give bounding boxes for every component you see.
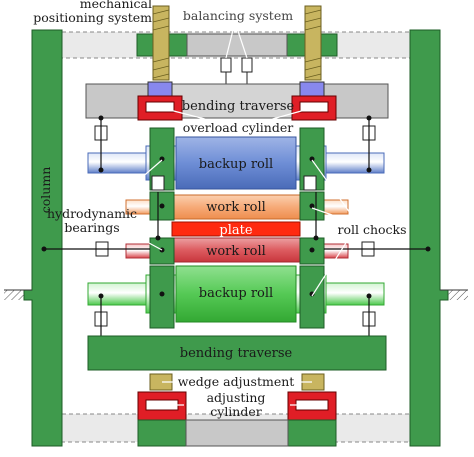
wedge-adjustment — [149, 373, 325, 391]
work-roll-top — [125, 194, 349, 220]
label-bending-traverse-bottom: bending traverse — [180, 346, 293, 361]
label-balancing-system: balancing system — [183, 8, 293, 23]
label-adjusting-2: cylinder — [210, 404, 262, 419]
label-work-roll-bottom: work roll — [206, 244, 266, 259]
overload-cylinders — [137, 95, 337, 121]
work-roll-bottom — [125, 237, 349, 263]
label-overload-cylinder: overload cylinder — [183, 120, 293, 135]
lower-bending-traverse — [87, 335, 387, 371]
balancing-cylinders — [220, 57, 253, 84]
left-column — [4, 29, 63, 447]
connection-lines — [44, 118, 428, 346]
label-wedge-adjustment: wedge adjustment — [178, 374, 295, 389]
bottom-blocks — [137, 419, 337, 447]
label-backup-roll-top: backup roll — [199, 157, 273, 172]
label-plate: plate — [219, 223, 252, 238]
label-column: column — [38, 167, 53, 213]
label-bending-traverse-top: bending traverse — [182, 99, 295, 114]
label-adjusting-1: adjusting — [207, 390, 266, 405]
right-column — [409, 29, 468, 447]
leader-lines — [109, 21, 359, 406]
label-roll-chocks: roll chocks — [337, 222, 406, 237]
pressure-pads — [147, 81, 325, 97]
label-hydrodynamic-2: bearings — [64, 220, 119, 235]
label-hydrodynamic-1: hydrodynamic — [47, 206, 137, 221]
positioning-screws — [152, 5, 322, 81]
label-backup-roll-bottom: backup roll — [199, 286, 273, 301]
plate — [171, 221, 301, 237]
label-mechanical-2: positioning system — [33, 10, 152, 25]
label-mechanical-1: mechanical — [80, 0, 152, 11]
label-work-roll-top: work roll — [206, 200, 266, 215]
roll-chocks — [149, 127, 325, 329]
